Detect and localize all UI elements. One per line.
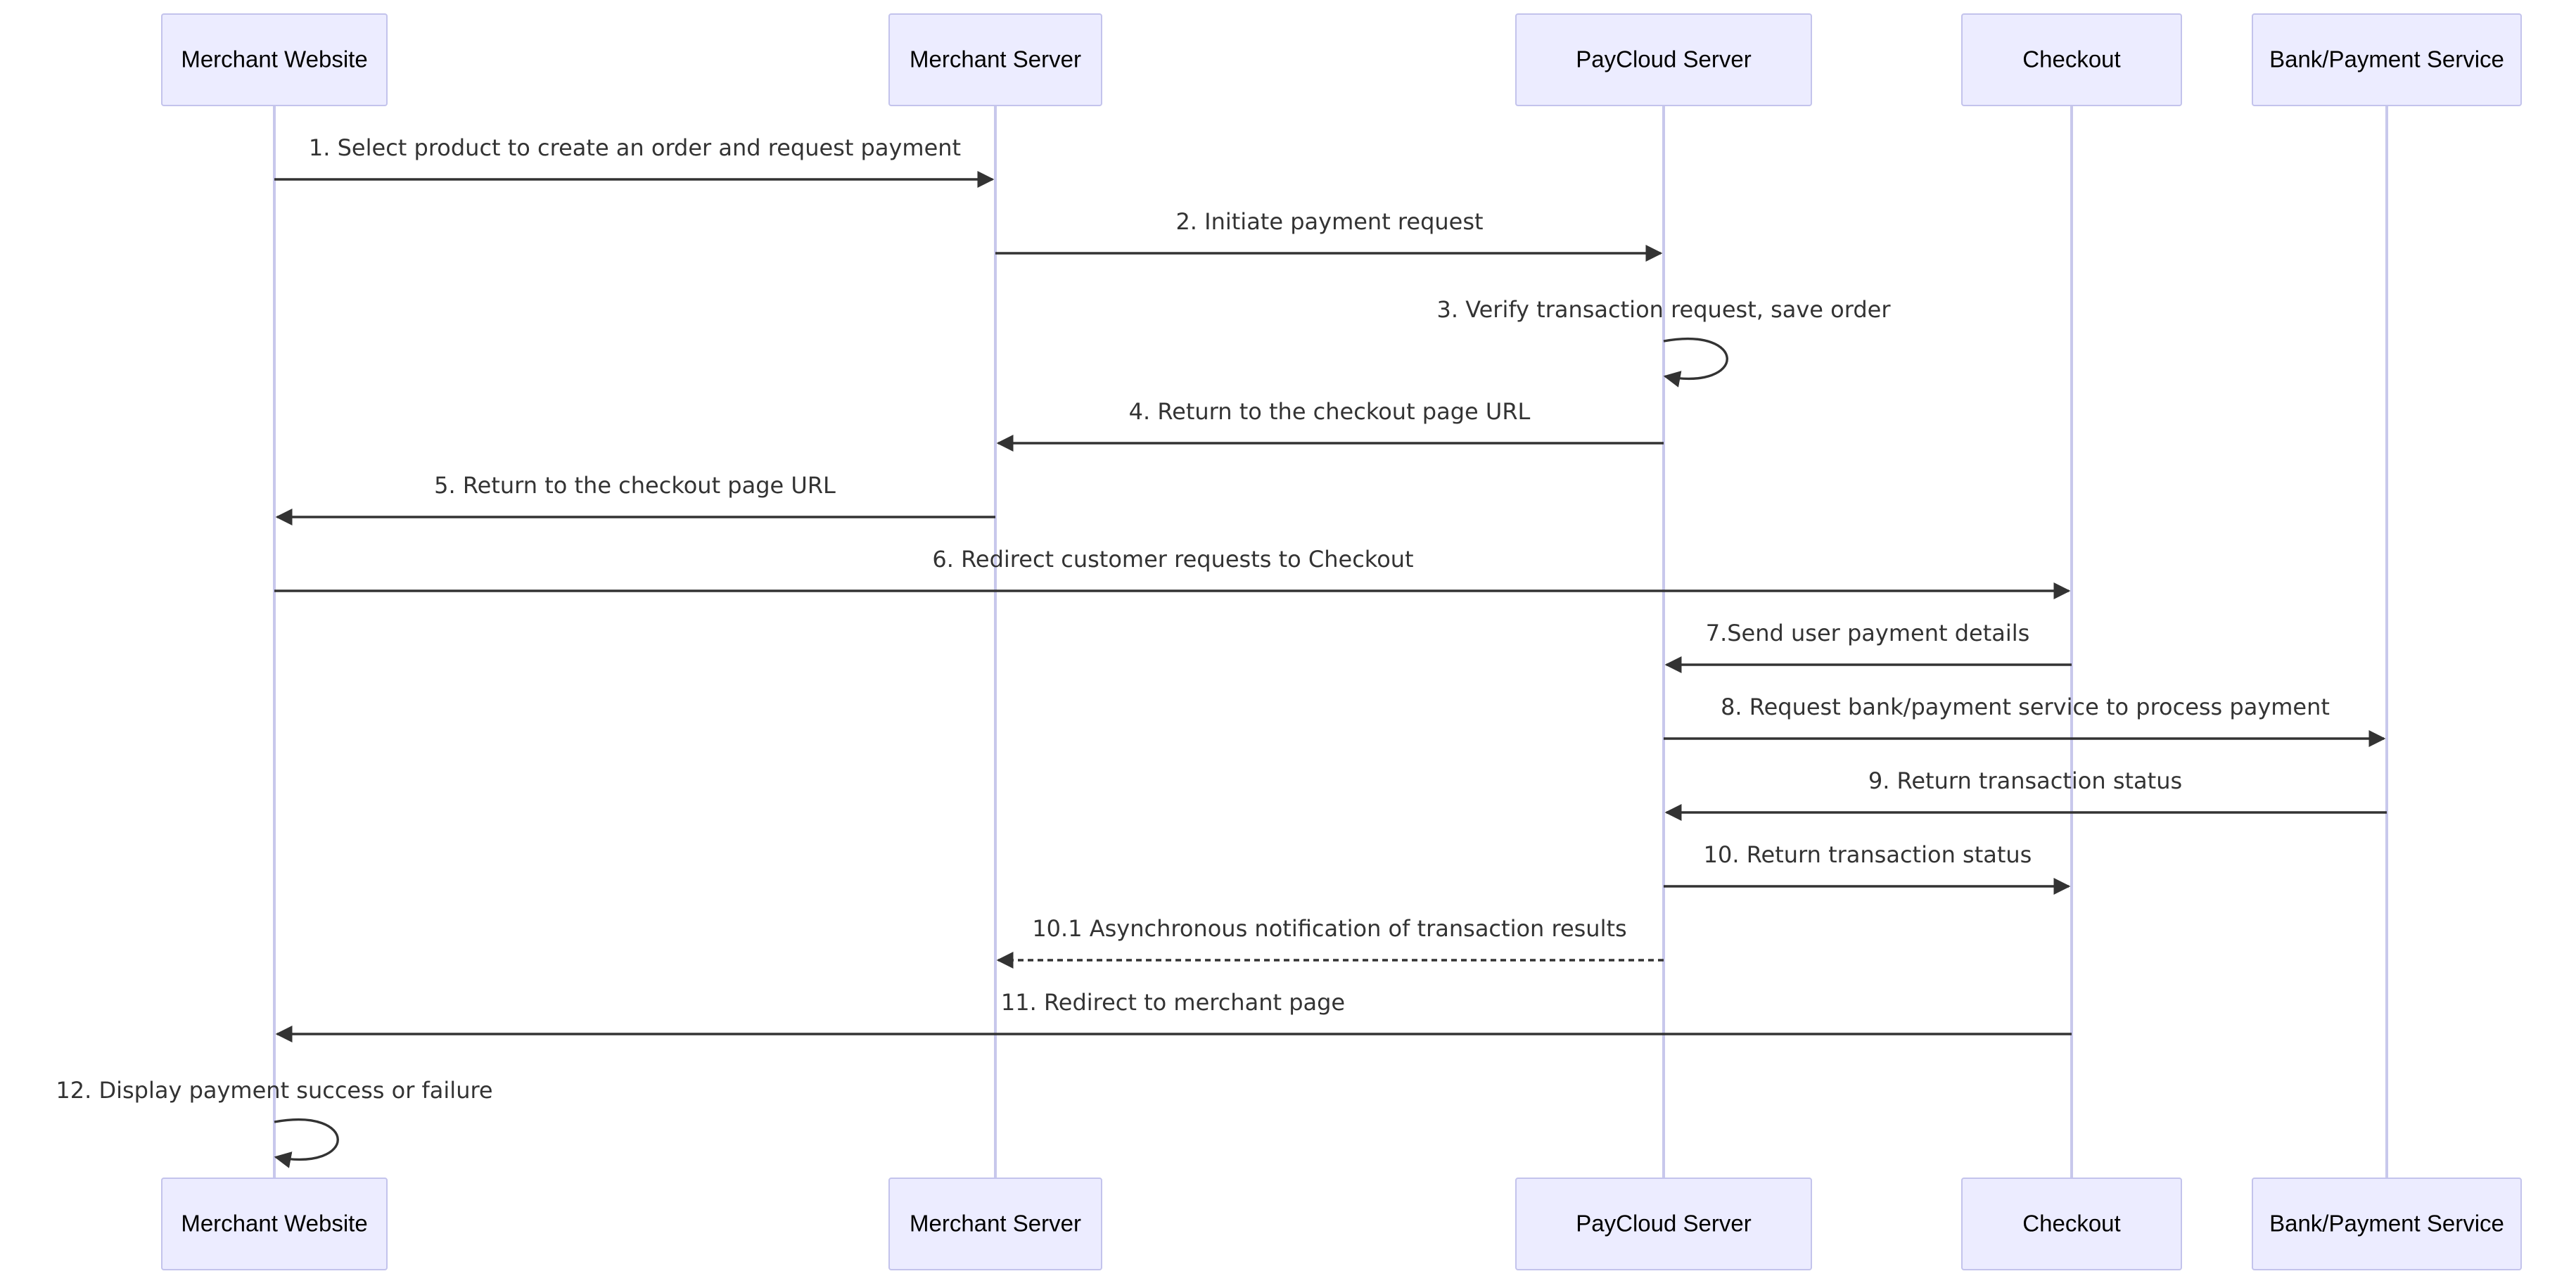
actor-box <box>2252 13 2522 106</box>
message-6: 6. Redirect customer requests to Checkou… <box>274 546 2071 599</box>
message-label: 10.1 Asynchronous notification of transa… <box>1032 915 1626 942</box>
actor-merchant-website-bottom: Merchant Website <box>161 1178 388 1270</box>
message-13: 12. Display payment success or failure <box>56 1077 493 1168</box>
message-label: 9. Return transaction status <box>1868 767 2182 794</box>
actor-box <box>1515 1178 1812 1270</box>
message-label: 6. Redirect customer requests to Checkou… <box>932 546 1413 573</box>
message-label: 3. Verify transaction request, save orde… <box>1437 296 1892 323</box>
actor-label: Bank/Payment Service <box>2269 46 2504 72</box>
actor-merchant-server-top: Merchant Server <box>888 13 1102 106</box>
self-loop-arrow <box>274 1118 339 1168</box>
message-label: 7.Send user payment details <box>1706 620 2030 646</box>
actor-merchant-server-bottom: Merchant Server <box>888 1178 1102 1270</box>
message-8: 8. Request bank/payment service to proce… <box>1664 694 2386 747</box>
actor-label: Bank/Payment Service <box>2269 1211 2504 1237</box>
actor-label: Checkout <box>2022 1211 2120 1237</box>
actor-label: Merchant Website <box>181 46 367 72</box>
message-label: 10. Return transaction status <box>1704 841 2032 868</box>
actor-paycloud-server-bottom: PayCloud Server <box>1515 1178 1812 1270</box>
message-9: 9. Return transaction status <box>1664 767 2387 821</box>
actor-label: PayCloud Server <box>1576 1211 1751 1237</box>
message-label: 5. Return to the checkout page URL <box>434 472 836 499</box>
message-7: 7.Send user payment details <box>1664 620 2072 673</box>
actor-label: Merchant Server <box>910 1211 1081 1237</box>
actor-box <box>1961 13 2182 106</box>
self-loop-arrow <box>1663 337 1728 388</box>
actor-bank-bottom: Bank/Payment Service <box>2252 1178 2522 1270</box>
actor-merchant-website-top: Merchant Website <box>161 13 388 106</box>
actor-label: Merchant Website <box>181 1211 367 1237</box>
message-3: 3. Verify transaction request, save orde… <box>1437 296 1892 388</box>
actor-box <box>888 13 1102 106</box>
actor-checkout-top: Checkout <box>1961 13 2182 106</box>
message-label: 4. Return to the checkout page URL <box>1129 398 1531 425</box>
message-11: 10.1 Asynchronous notification of transa… <box>996 915 1664 969</box>
message-12: 11. Redirect to merchant page <box>275 989 2072 1042</box>
message-1: 1. Select product to create an order and… <box>274 134 995 188</box>
message-label: 12. Display payment success or failure <box>56 1077 492 1104</box>
actor-label: Checkout <box>2022 46 2120 72</box>
actor-bank-top: Bank/Payment Service <box>2252 13 2522 106</box>
message-10: 10. Return transaction status <box>1664 841 2071 895</box>
actor-checkout-bottom: Checkout <box>1961 1178 2182 1270</box>
actor-label: PayCloud Server <box>1576 46 1751 72</box>
actor-label: Merchant Server <box>910 46 1081 72</box>
actor-box <box>161 13 388 106</box>
message-5: 5. Return to the checkout page URL <box>275 472 995 525</box>
actor-box <box>1515 13 1812 106</box>
actor-paycloud-server-top: PayCloud Server <box>1515 13 1812 106</box>
message-label: 2. Initiate payment request <box>1175 208 1483 235</box>
actor-box <box>161 1178 388 1270</box>
message-label: 11. Redirect to merchant page <box>1001 989 1345 1016</box>
message-label: 8. Request bank/payment service to proce… <box>1721 694 2330 720</box>
message-label: 1. Select product to create an order and… <box>309 134 961 161</box>
actor-box <box>888 1178 1102 1270</box>
actor-box <box>1961 1178 2182 1270</box>
message-2: 2. Initiate payment request <box>995 208 1663 262</box>
message-4: 4. Return to the checkout page URL <box>996 398 1664 452</box>
actor-box <box>2252 1178 2522 1270</box>
